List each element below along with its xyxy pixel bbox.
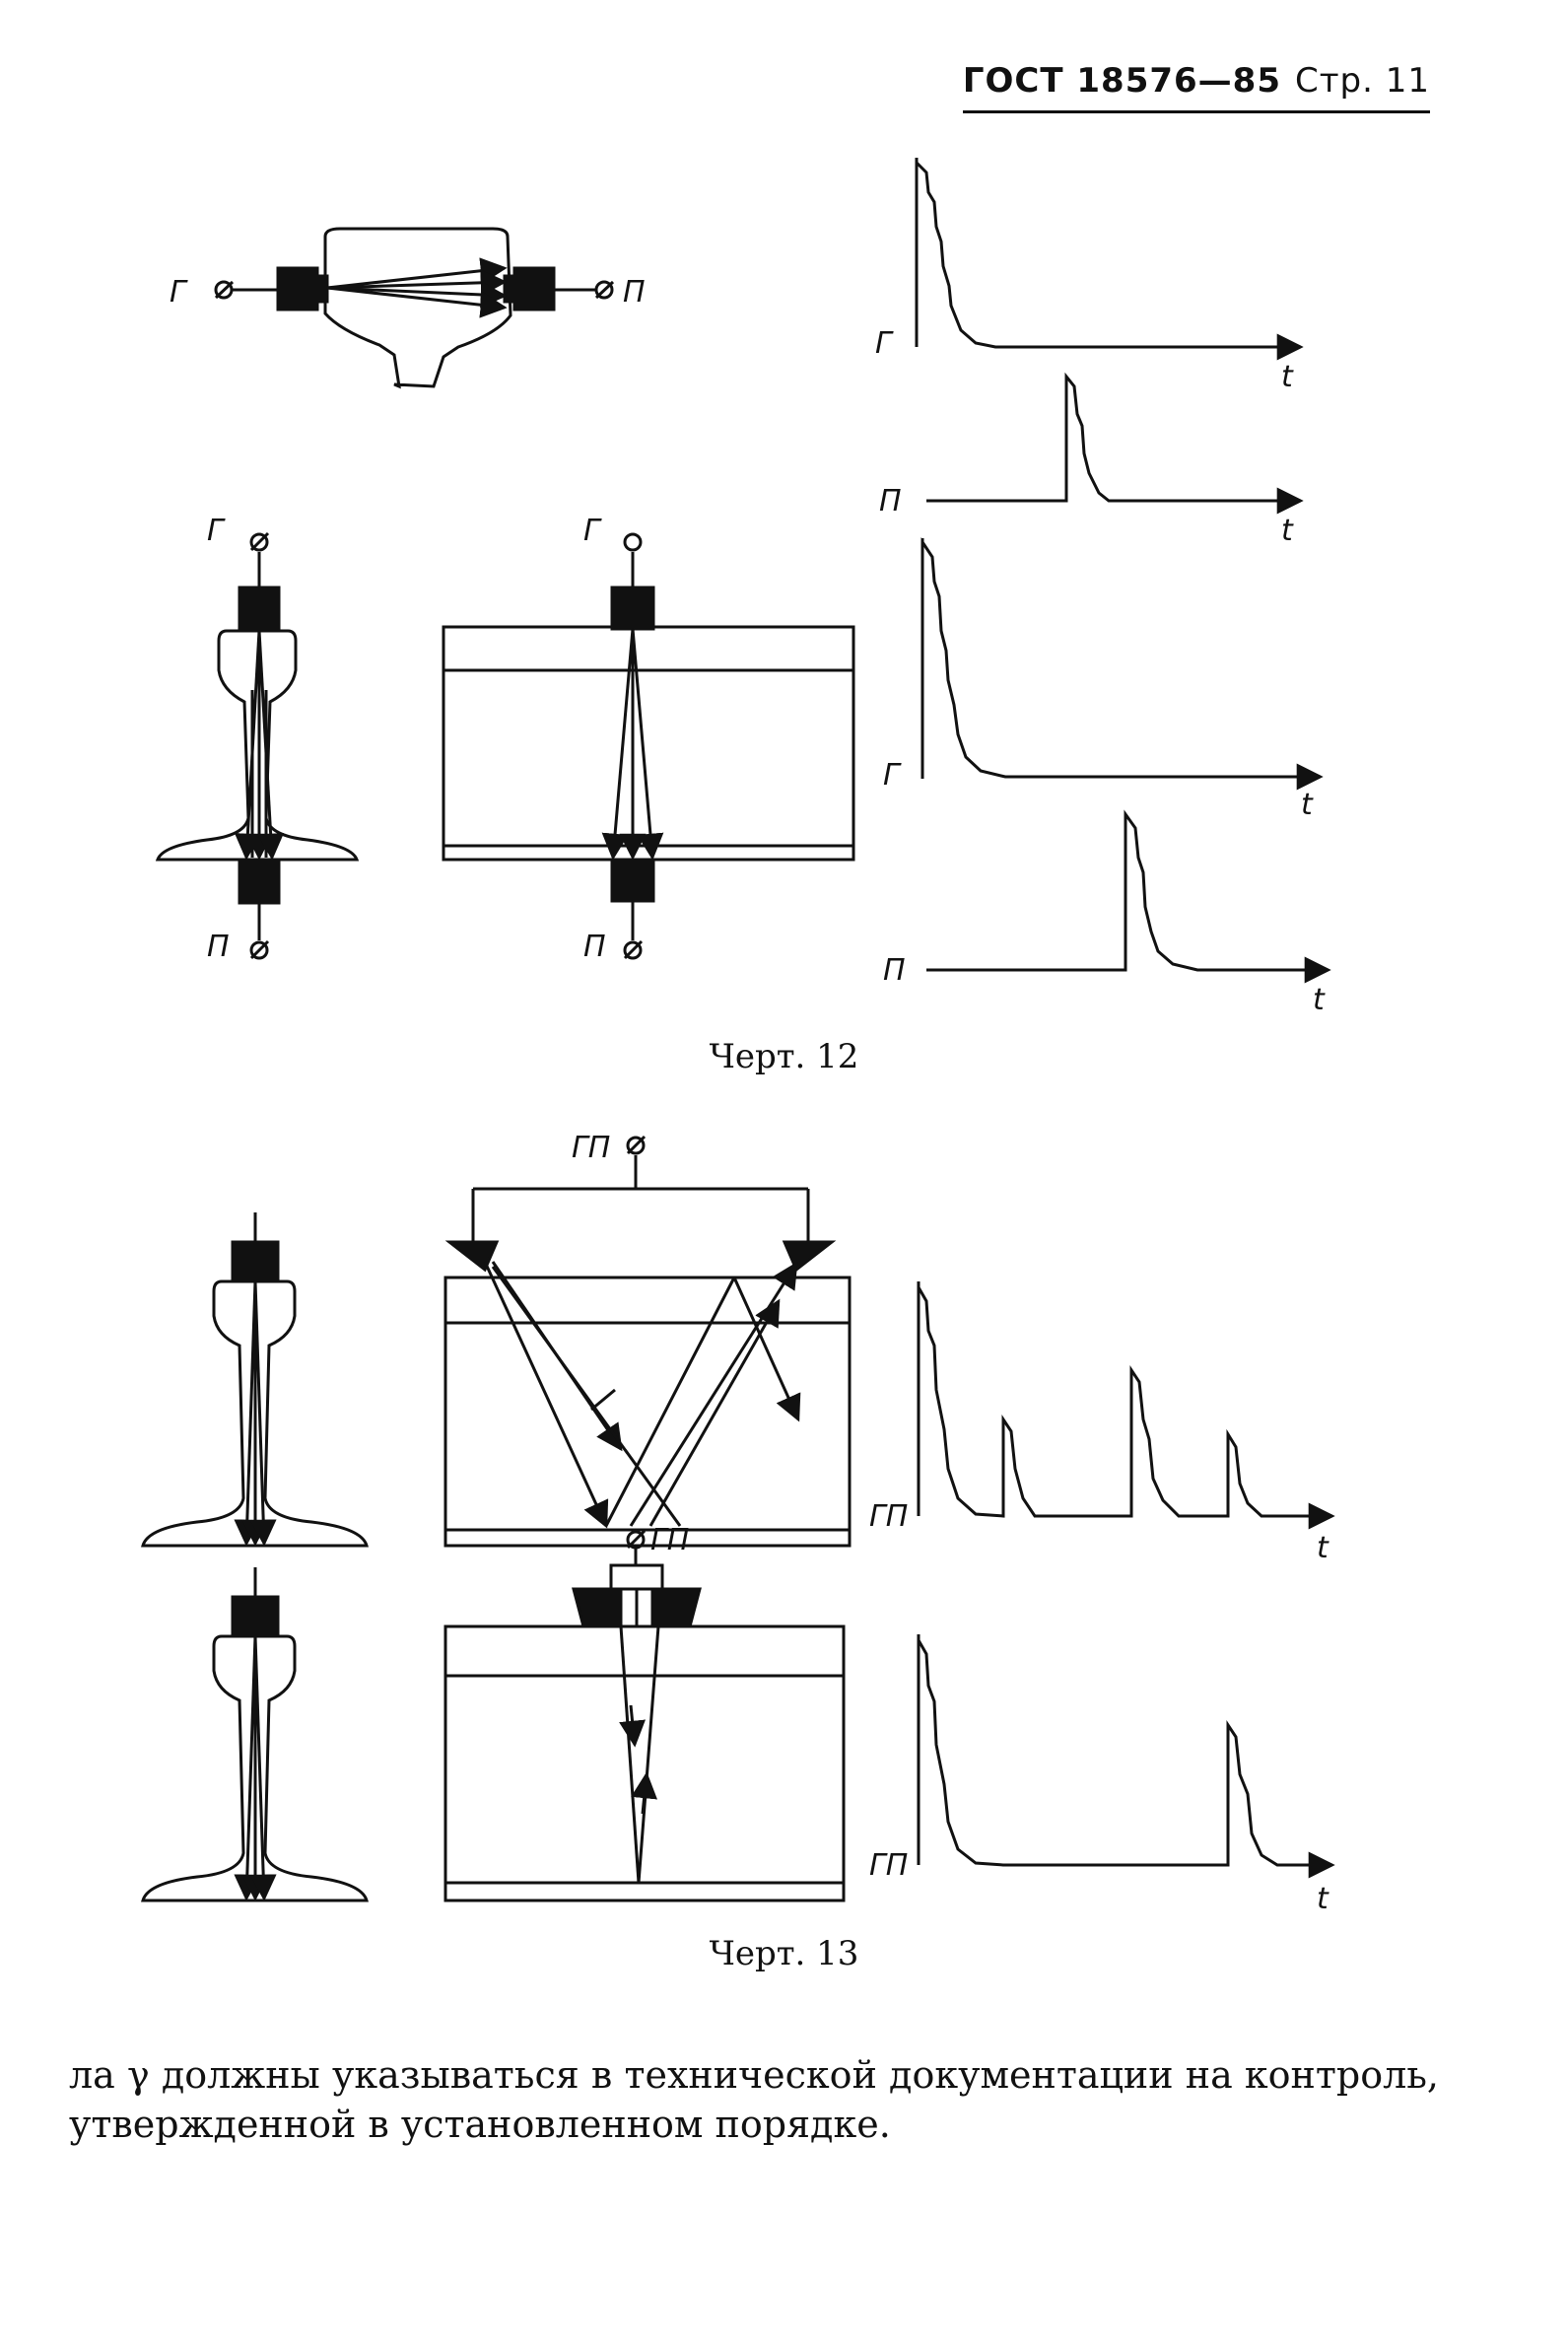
figure-13: ГП ГП ГП t ГП t [141, 1131, 1335, 1916]
rail-longitudinal-vertical [442, 532, 855, 960]
osc-time-2: t [1281, 514, 1294, 548]
label-g-long: Г [583, 514, 602, 548]
figure-12-caption: Черт. 12 [709, 1037, 859, 1076]
osc-label-gp1: ГП [869, 1499, 908, 1534]
rail-longitudinal-angled [443, 1135, 852, 1548]
osc-time-6: t [1317, 1882, 1329, 1916]
transducer-p [512, 266, 556, 311]
oscillogram-gp2 [917, 1634, 1335, 1879]
rail-head-diagram [214, 227, 615, 389]
osc-time-1: t [1281, 360, 1294, 394]
osc-time-4: t [1313, 983, 1326, 1017]
osc-time-3: t [1301, 788, 1314, 822]
figure-12: Г П Г П Г П Г t П t Г t П t [155, 158, 1331, 1017]
label-p-rail: П [207, 930, 230, 964]
osc-time-5: t [1317, 1531, 1329, 1565]
figure-13-caption: Черт. 13 [709, 1934, 859, 1973]
osc-label-p2: П [883, 953, 906, 988]
page-header: ГОСТ 18576—85 Стр. 11 [962, 61, 1430, 113]
rail-section-vertical [155, 531, 360, 960]
oscillogram-p2 [926, 809, 1331, 984]
label-gp-middle: ГП [650, 1523, 689, 1557]
osc-label-gp2: ГП [869, 1848, 908, 1883]
label-p-top: П [623, 275, 646, 310]
rail-longitudinal-lower [443, 1624, 846, 1902]
osc-label-g2: Г [883, 758, 902, 793]
rail-section-upper [141, 1212, 369, 1548]
standard-number: ГОСТ 18576—85 [962, 61, 1281, 101]
body-paragraph: ла γ должны указываться в технической до… [69, 2053, 1439, 2146]
rail-section-lower [141, 1567, 369, 1902]
label-gp-top: ГП [572, 1131, 610, 1165]
page-number: Стр. 11 [1294, 61, 1430, 101]
oscillogram-g2 [920, 537, 1324, 791]
oscillogram-p1 [926, 372, 1304, 515]
osc-label-p1: П [879, 484, 902, 518]
oscillogram-gp1 [917, 1281, 1335, 1530]
transducer-g [276, 266, 319, 311]
osc-label-g1: Г [875, 326, 894, 361]
label-g-top: Г [170, 275, 188, 310]
oscillogram-g1 [915, 158, 1304, 361]
label-p-long: П [583, 930, 606, 964]
label-g-rail: Г [207, 514, 226, 548]
